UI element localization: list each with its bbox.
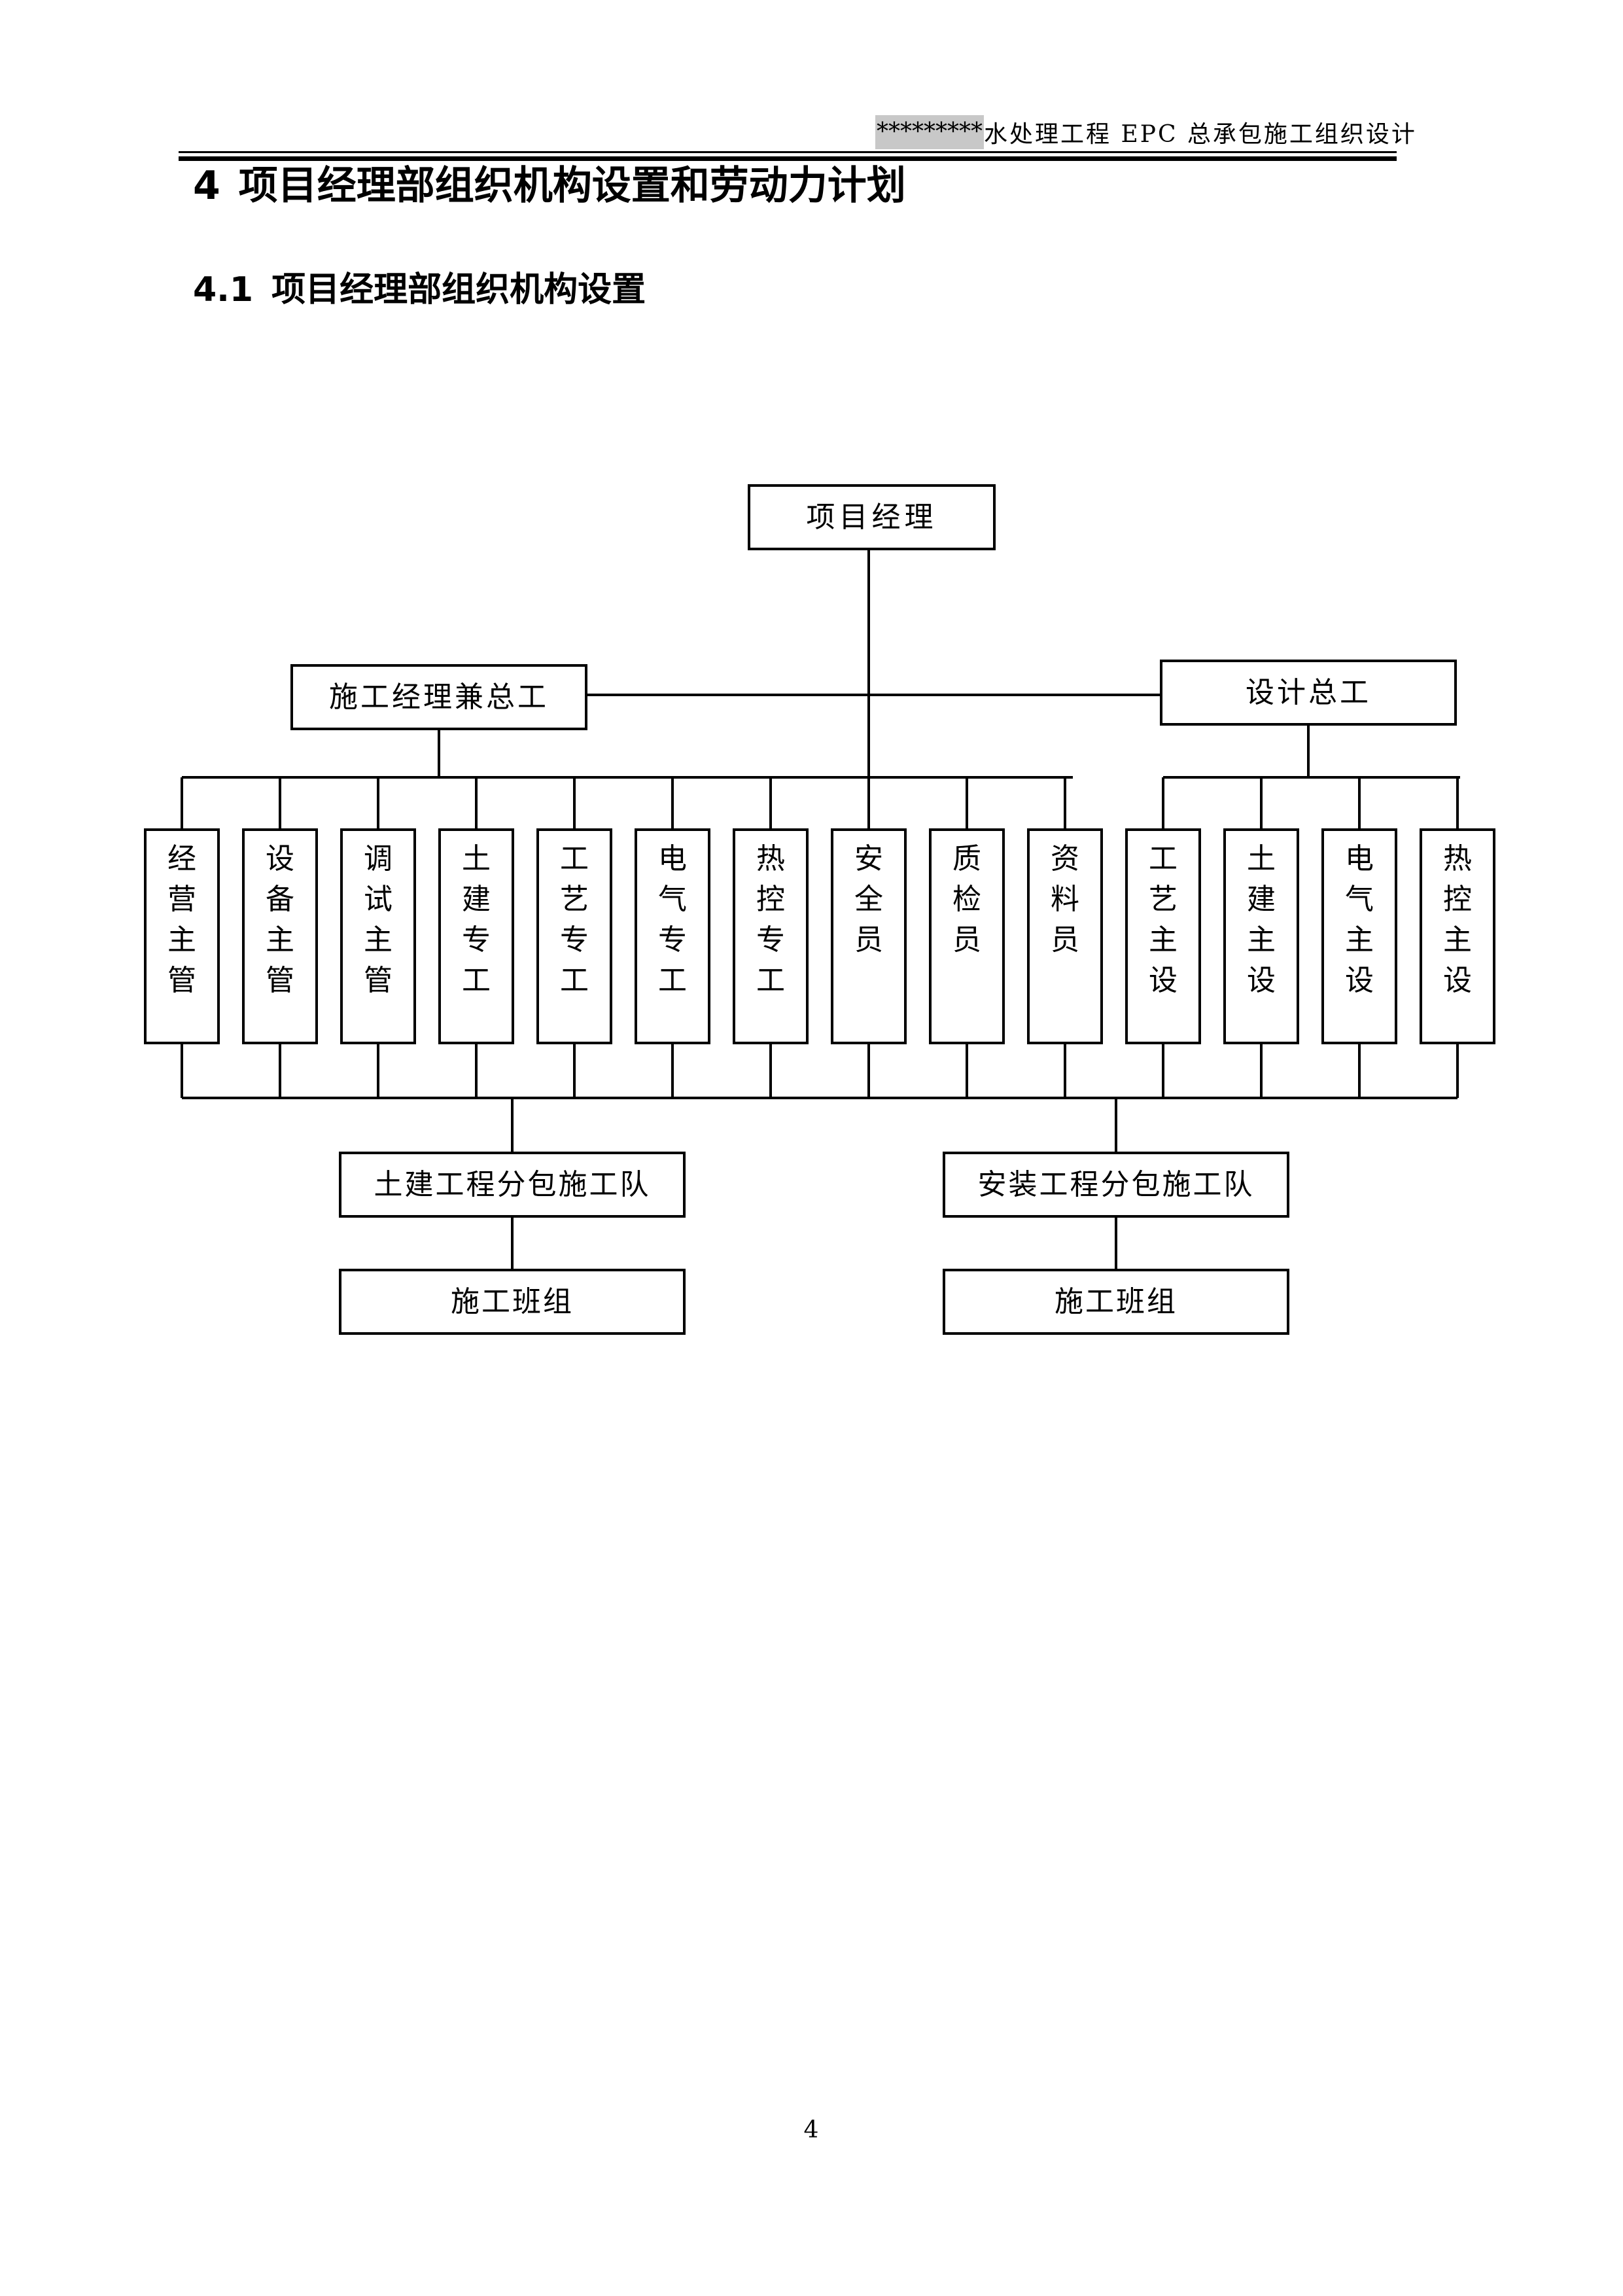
subsection-title: 项目经理部组织机构设置 xyxy=(271,270,646,309)
node-department-10 xyxy=(1027,828,1103,1044)
node-department-12 xyxy=(1223,828,1299,1044)
node-construction-manager xyxy=(290,664,587,730)
node-department-6-label: 电气专工 xyxy=(658,842,687,997)
node-department-3 xyxy=(340,828,416,1044)
node-department-7 xyxy=(733,828,809,1044)
node-design-chief-label: 设计总工 xyxy=(1246,676,1371,709)
node-department-1-label: 经营主管 xyxy=(167,842,196,997)
node-crew-1-label: 施工班组 xyxy=(451,1285,574,1318)
node-department-13-label: 电气主设 xyxy=(1345,842,1374,997)
section-title: 项目经理部组织机构设置和劳动力计划 xyxy=(238,163,906,209)
header-rule-thin xyxy=(179,151,1397,153)
node-department-10-label: 资料员 xyxy=(1051,842,1079,957)
header-masked-name: ********* xyxy=(875,115,984,149)
node-design-chief xyxy=(1160,660,1457,726)
node-subcontractor-1-label: 土建工程分包施工队 xyxy=(374,1168,651,1201)
subsection-heading: 4.1 项目经理部组织机构设置 xyxy=(193,266,646,313)
node-project-manager-label: 项目经理 xyxy=(807,501,937,534)
node-department-14 xyxy=(1420,828,1495,1044)
section-number: 4 xyxy=(193,163,220,209)
node-crew-2 xyxy=(943,1269,1289,1335)
node-department-4 xyxy=(438,828,514,1044)
node-construction-manager-label: 施工经理兼总工 xyxy=(329,680,549,714)
node-department-5-label: 工艺专工 xyxy=(560,842,589,997)
node-subcontractor-1 xyxy=(339,1152,686,1218)
running-header: ********* 水处理工程 EPC 总承包施工组织设计 xyxy=(875,113,1415,152)
node-department-8-label: 安全员 xyxy=(854,842,883,957)
node-crew-2-label: 施工班组 xyxy=(1055,1285,1178,1318)
node-department-2-label: 设备主管 xyxy=(266,842,294,997)
node-department-11-label: 工艺主设 xyxy=(1149,842,1178,997)
node-department-11 xyxy=(1125,828,1201,1044)
node-project-manager xyxy=(748,484,996,550)
header-rule-thick xyxy=(179,156,1397,161)
subsection-number: 4.1 xyxy=(193,270,254,309)
node-department-4-label: 土建专工 xyxy=(462,842,491,997)
header-title: 水处理工程 EPC 总承包施工组织设计 xyxy=(984,121,1417,148)
node-department-9 xyxy=(929,828,1005,1044)
node-department-3-label: 调试主管 xyxy=(364,842,393,997)
node-crew-1 xyxy=(339,1269,686,1335)
node-department-9-label: 质检员 xyxy=(952,842,981,957)
section-heading: 4 项目经理部组织机构设置和劳动力计划 xyxy=(193,160,906,212)
node-department-14-label: 热控主设 xyxy=(1443,842,1472,997)
page-number: 4 xyxy=(803,2117,819,2144)
node-subcontractor-2-label: 安装工程分包施工队 xyxy=(978,1168,1255,1201)
node-department-12-label: 土建主设 xyxy=(1247,842,1276,997)
node-subcontractor-2 xyxy=(943,1152,1289,1218)
node-department-13 xyxy=(1321,828,1397,1044)
node-department-7-label: 热控专工 xyxy=(756,842,785,997)
